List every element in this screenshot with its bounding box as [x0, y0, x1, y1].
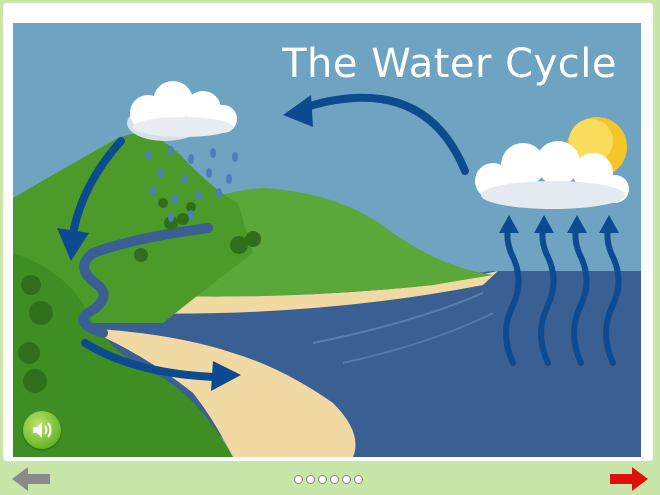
speaker-icon	[31, 420, 53, 440]
page-dot-4[interactable]	[330, 475, 339, 484]
right-arrow-icon	[610, 467, 648, 491]
page-dot-5[interactable]	[342, 475, 351, 484]
water-cycle-illustration: The Water Cycle	[13, 23, 641, 457]
page-dot-1[interactable]	[294, 475, 303, 484]
left-arrow-icon	[12, 467, 50, 491]
sound-button[interactable]	[23, 411, 61, 449]
page-dot-2[interactable]	[306, 475, 315, 484]
previous-button[interactable]	[12, 467, 50, 495]
page-dot-6[interactable]	[354, 475, 363, 484]
page-dot-3[interactable]	[318, 475, 327, 484]
next-button[interactable]	[610, 467, 648, 495]
navigation-bar	[0, 463, 660, 495]
page-title: The Water Cycle	[282, 41, 617, 87]
page-indicator	[294, 475, 363, 484]
